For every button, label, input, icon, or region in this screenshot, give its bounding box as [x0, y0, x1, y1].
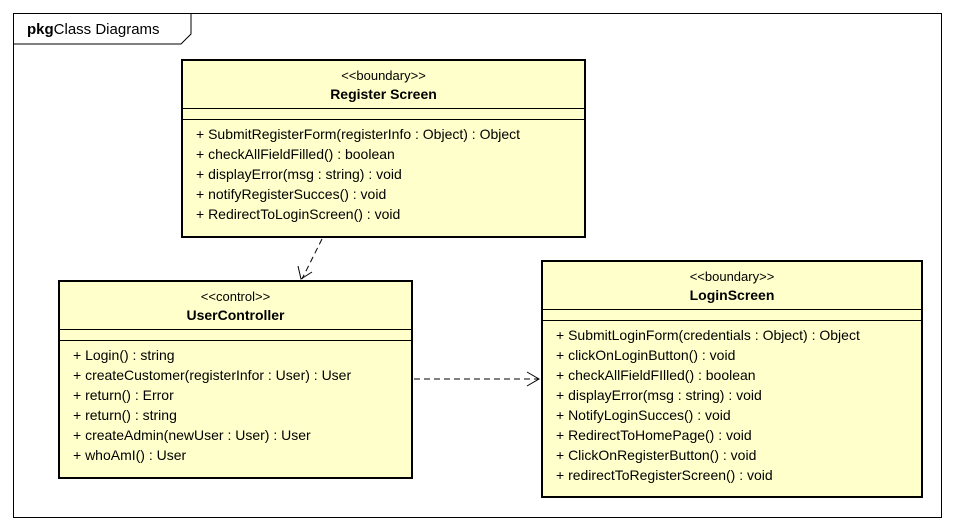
operation-compartment: + SubmitRegisterForm(registerInfo : Obje… [183, 120, 584, 224]
operation: + ClickOnRegisterButton() : void [556, 447, 757, 463]
class-name: LoginScreen [689, 287, 775, 303]
package-label: pkgClass Diagrams [27, 21, 160, 38]
class-header: <<boundary>> Register Screen [183, 61, 584, 109]
attribute-compartment [543, 310, 921, 321]
operation: + return() : Error [73, 387, 174, 403]
class-header: <<control>> UserController [60, 282, 411, 330]
class-register-screen[interactable]: <<boundary>> Register Screen + SubmitReg… [181, 59, 586, 238]
operation: + redirectToRegisterScreen() : void [556, 467, 773, 483]
operation: + RedirectToLoginScreen() : void [196, 206, 401, 222]
package-keyword: pkg [27, 21, 54, 38]
operation: + NotifyLoginSucces() : void [556, 407, 731, 423]
class-header: <<boundary>> LoginScreen [543, 262, 921, 310]
class-stereotype: <<boundary>> [341, 68, 426, 83]
operation: + notifyRegisterSucces() : void [196, 186, 387, 202]
class-stereotype: <<control>> [200, 289, 271, 304]
operation-compartment: + SubmitLoginForm(credentials : Object) … [543, 321, 921, 485]
operation: + SubmitRegisterForm(registerInfo : Obje… [196, 126, 521, 142]
class-login-screen[interactable]: <<boundary>> LoginScreen + SubmitLoginFo… [541, 260, 923, 498]
attribute-compartment [183, 109, 584, 120]
class-stereotype: <<boundary>> [689, 269, 775, 284]
operation: + whoAmI() : User [73, 447, 187, 463]
class-name: Register Screen [330, 86, 437, 102]
package-frame [13, 13, 942, 518]
operation: + Login() : string [73, 347, 175, 363]
operation: + displayError(msg : string) : void [556, 387, 762, 403]
class-user-controller[interactable]: <<control>> UserController + Login() : s… [58, 280, 413, 479]
operation-compartment: + Login() : string + createCustomer(regi… [60, 341, 411, 465]
operation: + RedirectToHomePage() : void [556, 427, 752, 443]
operation: + createCustomer(registerInfor : User) :… [73, 367, 352, 383]
operation: + checkAllFieldFIlled() : boolean [556, 367, 756, 383]
operation: + clickOnLoginButton() : void [556, 347, 736, 363]
operation: + SubmitLoginForm(credentials : Object) … [556, 327, 860, 343]
operation: + createAdmin(newUser : User) : User [73, 427, 311, 443]
operation: + return() : string [73, 407, 177, 423]
dependency-register-to-controller [297, 238, 323, 280]
class-name: UserController [186, 307, 285, 323]
attribute-compartment [60, 330, 411, 341]
operation: + checkAllFieldFilled() : boolean [196, 146, 395, 162]
operation: + displayError(msg : string) : void [196, 166, 402, 182]
package-name: Class Diagrams [53, 21, 160, 38]
dependency-controller-to-login [414, 371, 540, 387]
